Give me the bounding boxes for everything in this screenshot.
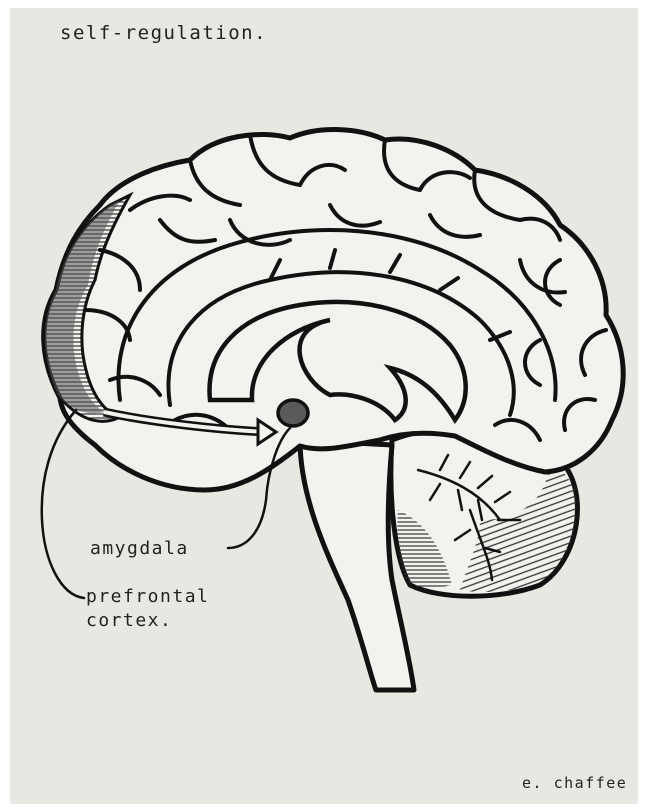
prefrontal-label-line1: prefrontal [86, 586, 209, 607]
amygdala [278, 400, 308, 426]
amygdala-label: amygdala [90, 538, 189, 559]
artist-signature: e. chaffee [522, 774, 627, 792]
prefrontal-leader-line [42, 410, 84, 598]
prefrontal-label-line2: cortex. [86, 610, 172, 631]
